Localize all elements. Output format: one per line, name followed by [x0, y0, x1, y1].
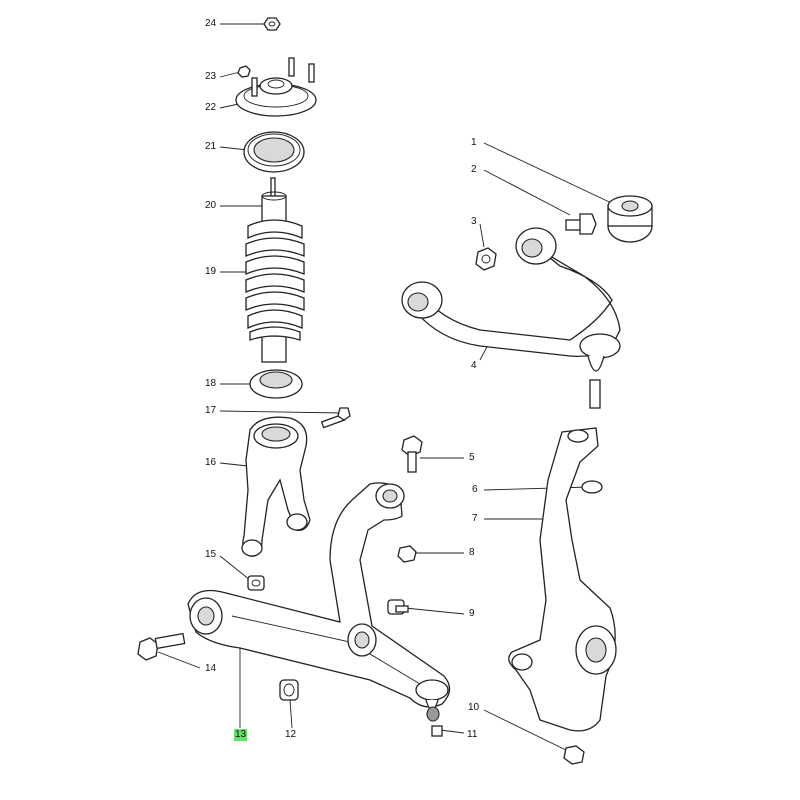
coil-spring: [245, 219, 305, 341]
clevis-bolt: [320, 407, 351, 429]
ball-joint-nut: [431, 725, 443, 737]
callout-15: 15: [205, 549, 217, 560]
leader-lines: [157, 23, 621, 753]
callout-13: 13: [234, 729, 248, 741]
lower-control-arm: [187, 482, 451, 722]
callout-22: 22: [205, 102, 217, 113]
callout-17: 17: [205, 405, 217, 416]
callout-4: 4: [471, 360, 477, 371]
lower-arm-nut: [279, 679, 299, 701]
callout-23: 23: [205, 71, 217, 82]
arm-nut: [397, 545, 417, 563]
callout-14: 14: [205, 663, 217, 674]
callout-9: 9: [469, 608, 475, 619]
lower-arm-bolt: [137, 632, 186, 661]
upper-arm-bolt: [565, 213, 597, 235]
callout-16: 16: [205, 457, 217, 468]
upper-spring-seat: [243, 131, 305, 173]
steering-knuckle: [508, 427, 617, 732]
upper-arm-nut: [475, 247, 497, 271]
top-nut: [263, 17, 281, 31]
washer: [581, 480, 603, 494]
callout-1: 1: [471, 137, 477, 148]
fork-nut: [247, 575, 265, 591]
lower-spring-seat: [249, 369, 303, 399]
callout-21: 21: [205, 141, 217, 152]
upper-arm-bushing: [607, 195, 653, 243]
strut-top-mount: [235, 57, 317, 117]
strut-fork: [241, 416, 311, 557]
callout-12: 12: [285, 729, 297, 740]
callout-20: 20: [205, 200, 217, 211]
callout-6: 6: [472, 484, 478, 495]
upper-control-arm: [401, 227, 621, 409]
callout-18: 18: [205, 378, 217, 389]
callout-19: 19: [205, 266, 217, 277]
callout-3: 3: [471, 216, 477, 227]
callout-24: 24: [205, 18, 217, 29]
callout-2: 2: [471, 164, 477, 175]
abs-sensor: [387, 599, 409, 615]
callout-10: 10: [468, 702, 480, 713]
knuckle-nut: [563, 745, 585, 765]
callout-5: 5: [469, 452, 475, 463]
callout-7: 7: [472, 513, 478, 524]
callout-11: 11: [467, 729, 478, 740]
shock-absorber: [261, 177, 287, 363]
callout-8: 8: [469, 547, 475, 558]
knuckle-bolt: [401, 435, 423, 473]
